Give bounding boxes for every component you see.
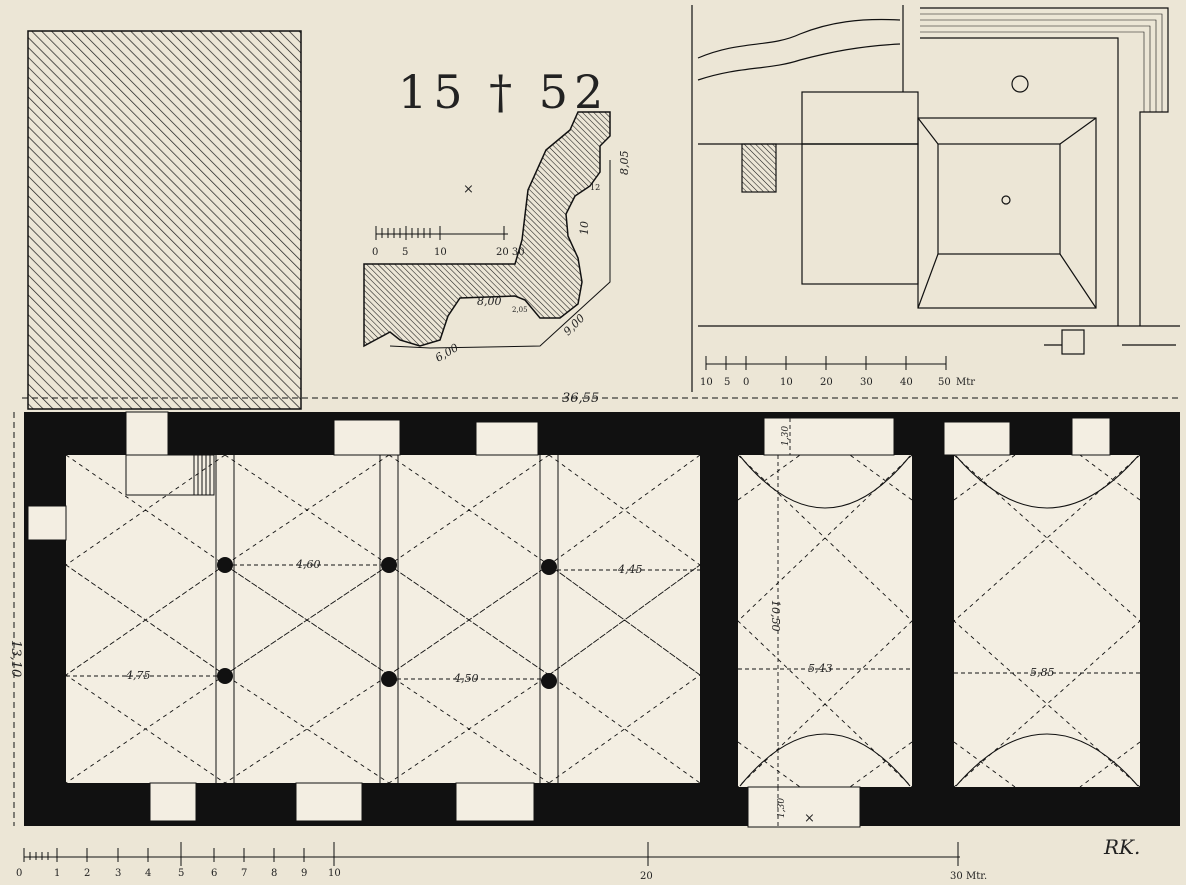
wall-section-hatched xyxy=(27,30,302,410)
year-inscription: 15 † 52 xyxy=(398,65,609,119)
room-5-floor xyxy=(738,455,912,787)
site-tower xyxy=(1011,75,1029,93)
profile-dim-205: 2,05 xyxy=(512,306,528,314)
overall-length: 36,55 xyxy=(562,391,599,406)
profile-scale-tick-10: 10 xyxy=(434,247,447,258)
main-scale xyxy=(23,842,960,866)
profile-dim-12: 12 xyxy=(590,183,600,192)
profile-center-mark: × xyxy=(463,182,474,197)
dim-niche-top: 1,30 xyxy=(781,426,791,446)
column xyxy=(381,671,397,687)
dim-room5-width: 5,43 xyxy=(808,662,833,675)
hall-floor xyxy=(66,455,700,783)
site-scale-unit: Mtr xyxy=(956,377,975,388)
dim-bay4: 4,45 xyxy=(617,563,643,576)
column xyxy=(217,668,233,684)
profile-scale-tick-20: 20 30 xyxy=(496,247,525,258)
profile-scale-tick-0: 0 xyxy=(372,247,378,258)
rib-profile-detail: × 0 5 10 20 30 8,05 10 12 8,00 2,05 9,00… xyxy=(363,111,631,365)
site-building-court xyxy=(937,143,1061,255)
profile-dim-805: 8,05 xyxy=(618,151,631,176)
entrance-mark: × xyxy=(804,811,815,826)
main-scale-tick-2: 2 xyxy=(84,868,90,879)
main-scale-tick-5: 5 xyxy=(178,868,184,879)
column xyxy=(541,673,557,689)
site-well xyxy=(1001,195,1011,205)
site-scale-tick-10: 10 xyxy=(780,377,793,388)
dim-room5-length: 10,50 xyxy=(769,600,782,632)
dim-niche-bottom: 1,30 xyxy=(777,798,787,818)
room-6-floor xyxy=(954,455,1140,787)
main-scale-tick-7: 7 xyxy=(241,868,247,879)
site-scale-tick-5: 5 xyxy=(724,377,730,388)
main-scale-tick-6: 6 xyxy=(211,868,217,879)
site-road xyxy=(920,7,1169,326)
site-entrance xyxy=(1061,329,1085,355)
dim-bay1: 4,75 xyxy=(125,669,151,682)
site-scale-tick-40: 40 xyxy=(900,377,913,388)
profile-dim-10: 10 xyxy=(578,221,591,235)
site-road-lines xyxy=(920,13,1163,112)
staircase xyxy=(125,454,215,496)
main-scale-tick-9: 9 xyxy=(301,868,307,879)
dim-room6-width: 5,85 xyxy=(1030,666,1055,679)
site-scale-tick-20: 20 xyxy=(820,377,833,388)
site-wing-left xyxy=(801,91,919,145)
site-stream xyxy=(697,18,901,81)
site-wing-hatched xyxy=(741,143,777,193)
main-scale-tick-0: 0 xyxy=(16,868,22,879)
site-wing-left-lower xyxy=(801,143,919,285)
main-scale-tick-20: 20 xyxy=(640,871,653,880)
profile-dim-600: 6,00 xyxy=(433,341,461,365)
site-scale-tick-0: 0 xyxy=(743,377,749,388)
profile-scale-tick-5: 5 xyxy=(402,247,408,258)
main-scale-tick-3: 3 xyxy=(115,868,121,879)
column xyxy=(381,557,397,573)
profile-dim-800: 8,00 xyxy=(477,295,502,308)
main-scale-tick-4: 4 xyxy=(145,868,151,879)
dim-bay3: 4,50 xyxy=(453,672,479,685)
rib-profile-section xyxy=(363,111,611,348)
profile-dim-900: 9,00 xyxy=(561,312,588,339)
main-scale-tick-30: 30 xyxy=(950,871,963,880)
site-scale xyxy=(705,356,947,370)
main-scale-tick-10: 10 xyxy=(328,868,341,879)
dim-bay2: 4,60 xyxy=(295,558,321,571)
profile-outline xyxy=(389,160,611,349)
profile-scale-ticks xyxy=(375,226,505,240)
main-scale-tick-1: 1 xyxy=(54,868,60,879)
window-niches xyxy=(27,411,1111,828)
columns xyxy=(217,557,557,689)
site-scale-tick-30: 30 xyxy=(860,377,873,388)
main-scale-unit: Mtr. xyxy=(966,871,987,880)
column xyxy=(217,557,233,573)
overall-width: 13,10 xyxy=(8,640,23,677)
artist-signature: RK. xyxy=(1103,835,1140,859)
site-scale-tick-10a: 10 xyxy=(700,377,713,388)
column xyxy=(541,559,557,575)
site-building-main xyxy=(917,117,1097,309)
transverse-arches xyxy=(215,455,559,783)
floor-plan: 4,75 4,60 4,50 4,45 5,43 5,85 10,50 1,30… xyxy=(24,411,1180,828)
dimension-lines xyxy=(66,418,1140,826)
lunette-arcs xyxy=(739,455,1139,787)
site-scale-tick-50: 50 xyxy=(938,377,951,388)
site-plan xyxy=(691,5,1180,392)
main-scale-tick-8: 8 xyxy=(271,868,277,879)
